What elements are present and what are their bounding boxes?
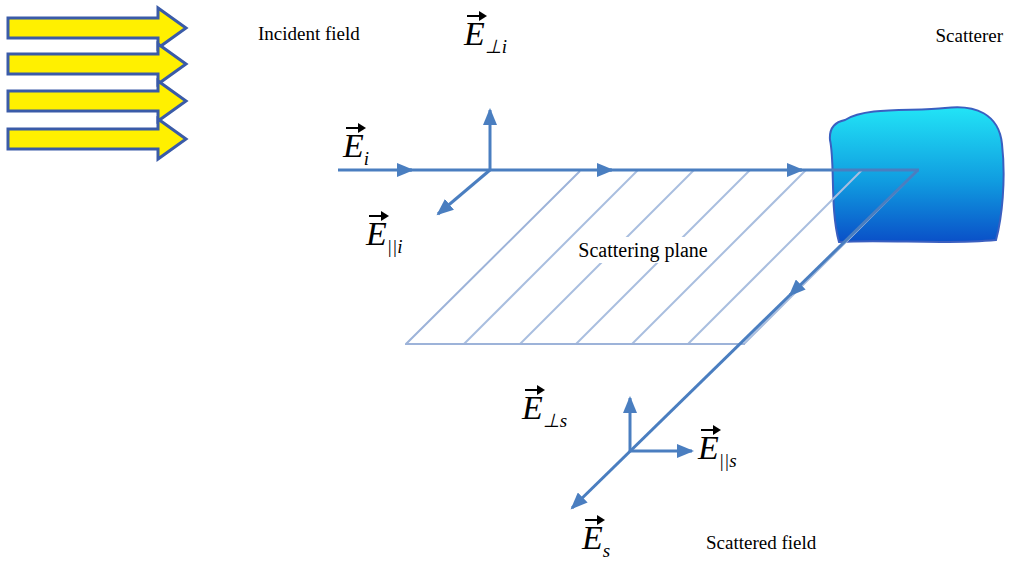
scattered-ray xyxy=(572,294,791,508)
parallel-scattered-vector xyxy=(630,450,692,453)
yellow-arrow xyxy=(8,119,186,159)
vector-label: Es xyxy=(582,516,610,573)
scatterer-label: Scatterer xyxy=(935,24,1003,48)
incident-ray xyxy=(410,169,612,172)
plane-hatch xyxy=(743,170,918,345)
plane-edge xyxy=(406,171,745,344)
perp-incident-vector xyxy=(489,110,492,170)
plane-hatch xyxy=(575,170,750,345)
scattered-field-label: Scattered field xyxy=(706,531,816,555)
vector-label: E⊥i xyxy=(464,12,507,69)
yellow-arrow xyxy=(8,81,186,121)
scattered-ray xyxy=(790,170,918,295)
incident-ray xyxy=(338,169,412,172)
vector-label: E||s xyxy=(698,426,737,483)
plane-hatch xyxy=(687,170,862,345)
scatterer-outline xyxy=(830,107,1004,242)
scattering-plane: Scattering plane xyxy=(405,170,920,345)
vector-label: Ei xyxy=(343,124,369,181)
incident-arrows xyxy=(8,8,186,159)
vector-label: E⊥s xyxy=(522,386,567,443)
perp-scattered-vector xyxy=(629,398,632,451)
incident-ray xyxy=(800,169,919,172)
incident-field-label: Incident field xyxy=(258,22,360,46)
incident-ray xyxy=(610,169,802,172)
yellow-arrow xyxy=(8,44,186,84)
yellow-arrow xyxy=(8,8,186,48)
parallel-incident-vector xyxy=(438,170,490,214)
vector-label: E||i xyxy=(366,212,403,269)
plane-label: Scattering plane xyxy=(574,237,711,263)
